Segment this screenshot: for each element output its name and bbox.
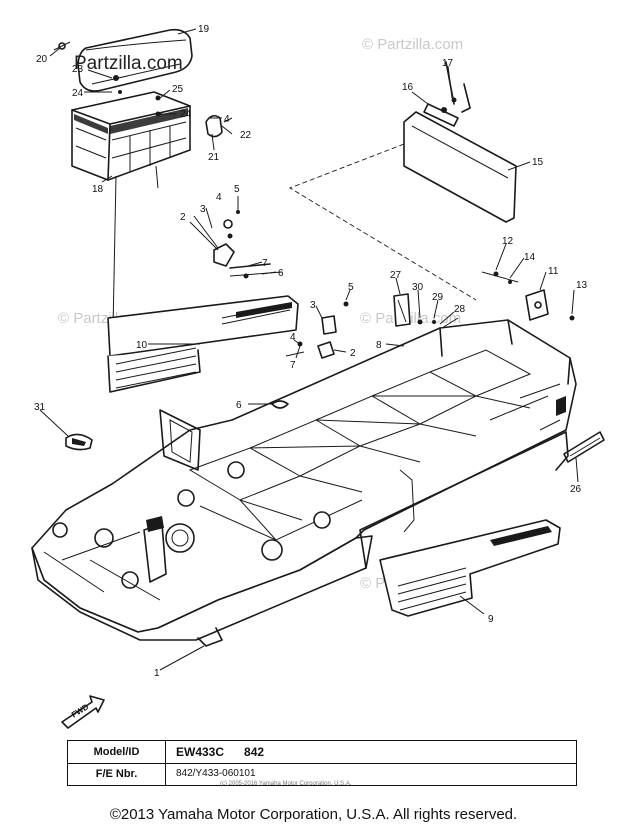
callout-30: 30 <box>412 282 424 293</box>
callout-19: 19 <box>198 24 210 35</box>
callout-numbers: 19 20 23 24 25 24 4 22 21 18 17 16 15 4 … <box>34 24 588 679</box>
callout-2b: 2 <box>350 348 356 359</box>
frame-engine-row: F/E Nbr. 842/Y433-060101 <box>68 763 576 785</box>
part-16-17-hinge <box>423 61 471 127</box>
callout-4b: 4 <box>216 192 222 203</box>
callout-29: 29 <box>432 292 444 303</box>
callout-7: 7 <box>262 258 268 269</box>
callout-8: 8 <box>376 340 382 351</box>
callout-16: 16 <box>402 82 414 93</box>
callout-5: 5 <box>234 184 240 195</box>
callout-14: 14 <box>524 252 536 263</box>
callout-13: 13 <box>576 280 588 291</box>
callout-17: 17 <box>442 58 454 69</box>
part-1-frame <box>31 319 577 647</box>
callout-7b: 7 <box>290 360 296 371</box>
callout-15: 15 <box>532 157 544 168</box>
model-id-value: EW433C 842 <box>176 745 265 759</box>
part-9-running-board <box>379 519 561 617</box>
callout-5b: 5 <box>348 282 354 293</box>
callout-10: 10 <box>136 340 148 351</box>
callout-6: 6 <box>278 268 284 279</box>
callout-23: 23 <box>72 64 84 75</box>
copyright-footer: ©2013 Yamaha Motor Corporation, U.S.A. A… <box>109 806 518 823</box>
callout-28: 28 <box>454 304 466 315</box>
part-8-grommet <box>271 400 289 409</box>
watermark-main: Partzilla.com <box>74 53 183 74</box>
fe-number-label: F/E Nbr. <box>68 763 166 785</box>
callout-18: 18 <box>92 184 104 195</box>
watermark-faint: © Partzilla.com <box>362 36 463 53</box>
part-10-running-board <box>107 295 299 393</box>
model-row: Model/ID EW433C 842 <box>68 741 576 764</box>
callout-31: 31 <box>34 402 46 413</box>
model-id-label: Model/ID <box>68 741 166 763</box>
callout-9: 9 <box>488 614 494 625</box>
part-3-4-5-middle <box>285 301 349 359</box>
callout-26: 26 <box>570 484 582 495</box>
callout-25: 25 <box>172 84 184 95</box>
callout-27: 27 <box>390 270 402 281</box>
callout-22: 22 <box>240 130 252 141</box>
callout-1: 1 <box>154 668 160 679</box>
fe-number-value: 842/Y433-060101 <box>176 768 256 779</box>
callout-24: 24 <box>72 88 84 99</box>
callout-4c: 4 <box>290 332 296 343</box>
callout-24b: 24 <box>180 109 192 120</box>
callout-20: 20 <box>36 54 48 65</box>
part-11-bracket <box>481 271 575 321</box>
part-31-clip <box>65 433 93 451</box>
part-15-panel <box>403 111 517 223</box>
model-info-table: Model/ID EW433C 842 F/E Nbr. 842/Y433-06… <box>67 740 577 786</box>
table-copyright-note: (c) 2005-2016 Yamaha Motor Corporation, … <box>220 781 352 787</box>
leader-lines <box>39 28 579 671</box>
leader-15 <box>288 143 477 301</box>
part-2-bracket-upper <box>189 210 283 279</box>
part-26-trim <box>563 431 605 463</box>
fwd-arrow-icon: FWD <box>61 695 105 729</box>
callout-3b: 3 <box>310 300 316 311</box>
callout-2: 2 <box>180 212 186 223</box>
callout-3: 3 <box>200 204 206 215</box>
part-18-seat-base <box>71 91 191 181</box>
seat-fasteners <box>53 41 233 381</box>
callout-12: 12 <box>502 236 514 247</box>
callout-11: 11 <box>548 266 559 277</box>
callout-4: 4 <box>224 114 230 125</box>
callout-21: 21 <box>208 152 220 163</box>
callout-6b: 6 <box>236 400 242 411</box>
